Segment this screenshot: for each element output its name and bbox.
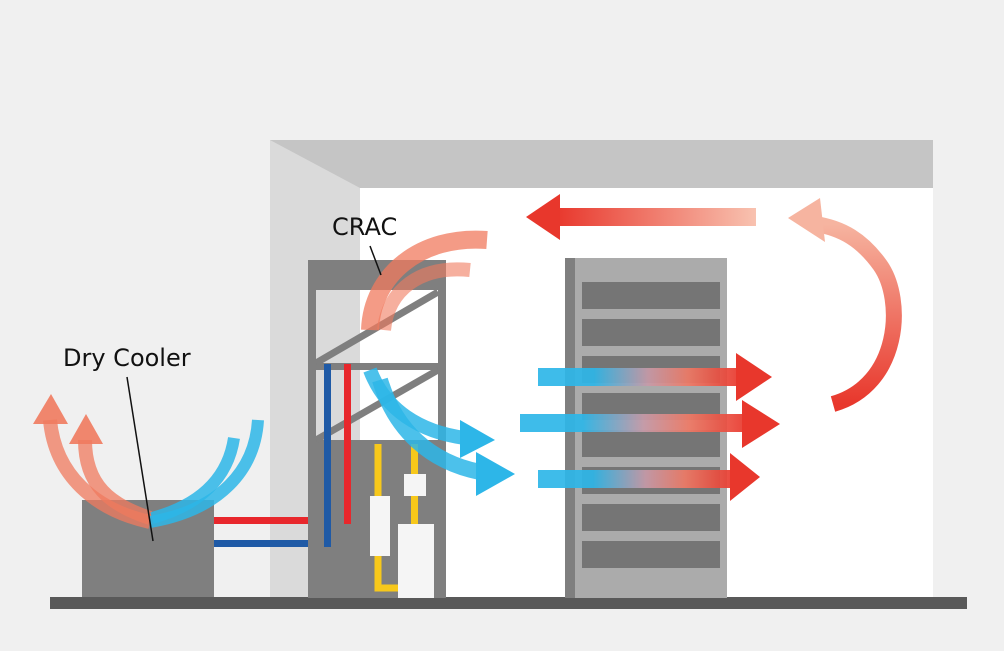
cold-arrowhead-upper [460,420,495,458]
dry-cooler-cold-arc-inner [150,436,240,524]
rack-airflow-bar-2 [520,414,745,432]
ceiling [270,140,933,188]
crac-return-airflow [361,230,488,332]
crac-return-arc-outer [361,230,488,331]
hot-arrowhead-1 [736,353,772,401]
ceiling-hot-airflow [526,194,756,240]
return-pipe-vertical [324,364,331,547]
expansion-valve-box [404,474,426,496]
crac-leader-line [369,245,382,276]
ceiling-arrowhead [526,194,560,240]
warm-arrowhead-left [33,394,68,424]
crac-return-arc-inner [377,262,471,332]
dry-cooler-warm-arc-inner [78,439,153,525]
rack-airflow-bar-1 [538,368,738,386]
supply-pipe-vertical [344,364,351,524]
rack-shelf-2 [582,319,720,346]
ceiling-arrow-shaft [555,208,756,226]
warm-arrowhead-right [69,414,103,444]
return-pipe-horizontal [214,540,376,547]
hot-arrowhead-2 [742,400,780,448]
crac-brace-lower [314,366,440,444]
crac-supply-airflow [363,367,515,496]
floor [50,597,967,609]
rack-shelf-7 [582,504,720,531]
hot-return-arrowhead [788,198,825,242]
rack-airflow [520,353,780,501]
rack-shelf-8 [582,541,720,568]
dry-cooler-label: Dry Cooler [63,344,191,372]
crac-label: CRAC [332,213,398,241]
refrigerant-pipe-left [374,444,402,592]
heat-exchanger-box [370,496,390,556]
supply-pipe-horizontal [214,517,350,524]
rack-shelf-1 [582,282,720,309]
dry-cooler-leader-line [126,376,154,542]
dry-cooler-airflow [33,394,264,529]
hot-return-airflow [788,198,902,412]
piping [214,517,376,547]
compressor-box [398,524,434,598]
rack-airflow-bar-3 [538,470,734,488]
crac-shelf-upper [308,363,446,370]
crac-supply-arc-lower [372,377,482,480]
hot-return-arc [813,216,902,412]
hot-arrowhead-3 [730,453,760,501]
rack-shelf-5 [582,430,720,457]
cold-arrowhead-lower [476,452,515,496]
